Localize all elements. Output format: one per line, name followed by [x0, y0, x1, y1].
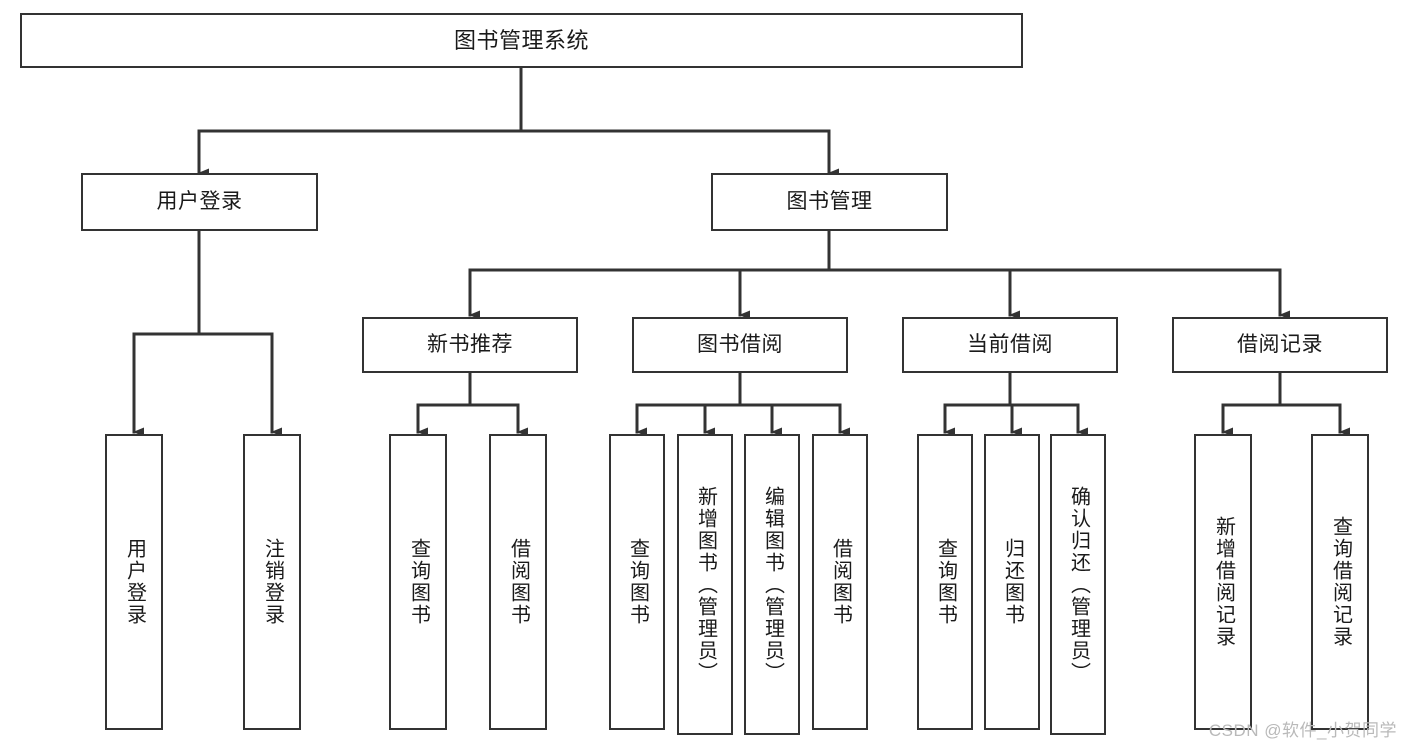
node-user-login-label: 用户登录 — [156, 189, 243, 213]
node-leaf-logout-login-label: 注销登录 — [261, 538, 284, 626]
node-leaf-borrow-book-1-label: 借阅图书 — [507, 538, 530, 626]
node-leaf-edit-book-admin-label: 编辑图书（管理员） — [761, 485, 784, 684]
node-leaf-borrow-book-2[interactable]: 借阅图书 — [812, 434, 868, 730]
node-leaf-add-borrow-record[interactable]: 新增借阅记录 — [1194, 434, 1252, 730]
node-leaf-logout-login[interactable]: 注销登录 — [243, 434, 301, 730]
node-current-borrow-label: 当前借阅 — [967, 332, 1053, 356]
node-leaf-query-borrow-record-label: 查询借阅记录 — [1329, 516, 1352, 648]
node-root-label: 图书管理系统 — [453, 27, 589, 53]
node-leaf-query-book-1[interactable]: 查询图书 — [389, 434, 447, 730]
node-current-borrow[interactable]: 当前借阅 — [902, 317, 1118, 373]
node-leaf-query-book-3-label: 查询图书 — [934, 538, 957, 626]
node-leaf-query-book-3[interactable]: 查询图书 — [917, 434, 973, 730]
node-new-book-recommend[interactable]: 新书推荐 — [362, 317, 578, 373]
node-new-book-recommend-label: 新书推荐 — [427, 332, 513, 356]
node-leaf-return-book-label: 归还图书 — [1001, 538, 1024, 626]
node-leaf-add-book-admin[interactable]: 新增图书（管理员） — [677, 434, 733, 735]
node-root[interactable]: 图书管理系统 — [20, 13, 1023, 68]
node-leaf-add-book-admin-label: 新增图书（管理员） — [694, 485, 717, 684]
node-leaf-query-borrow-record[interactable]: 查询借阅记录 — [1311, 434, 1369, 730]
node-borrow-record[interactable]: 借阅记录 — [1172, 317, 1388, 373]
node-user-login[interactable]: 用户登录 — [81, 173, 318, 231]
node-book-manage-label: 图书管理 — [786, 189, 873, 213]
node-book-borrow[interactable]: 图书借阅 — [632, 317, 848, 373]
node-leaf-user-login-label: 用户登录 — [123, 538, 146, 626]
node-leaf-query-book-1-label: 查询图书 — [407, 538, 430, 626]
node-leaf-borrow-book-2-label: 借阅图书 — [829, 538, 852, 626]
node-borrow-record-label: 借阅记录 — [1237, 332, 1323, 356]
node-leaf-user-login[interactable]: 用户登录 — [105, 434, 163, 730]
node-leaf-confirm-return-admin[interactable]: 确认归还（管理员） — [1050, 434, 1106, 735]
node-leaf-query-book-2[interactable]: 查询图书 — [609, 434, 665, 730]
node-book-borrow-label: 图书借阅 — [697, 332, 783, 356]
node-leaf-query-book-2-label: 查询图书 — [626, 538, 649, 626]
watermark: CSDN @软件_小贺同学 — [1208, 721, 1397, 740]
node-leaf-confirm-return-admin-label: 确认归还（管理员） — [1067, 485, 1090, 684]
node-leaf-return-book[interactable]: 归还图书 — [984, 434, 1040, 730]
node-book-manage[interactable]: 图书管理 — [711, 173, 948, 231]
node-leaf-add-borrow-record-label: 新增借阅记录 — [1212, 516, 1235, 648]
node-leaf-edit-book-admin[interactable]: 编辑图书（管理员） — [744, 434, 800, 735]
node-leaf-borrow-book-1[interactable]: 借阅图书 — [489, 434, 547, 730]
